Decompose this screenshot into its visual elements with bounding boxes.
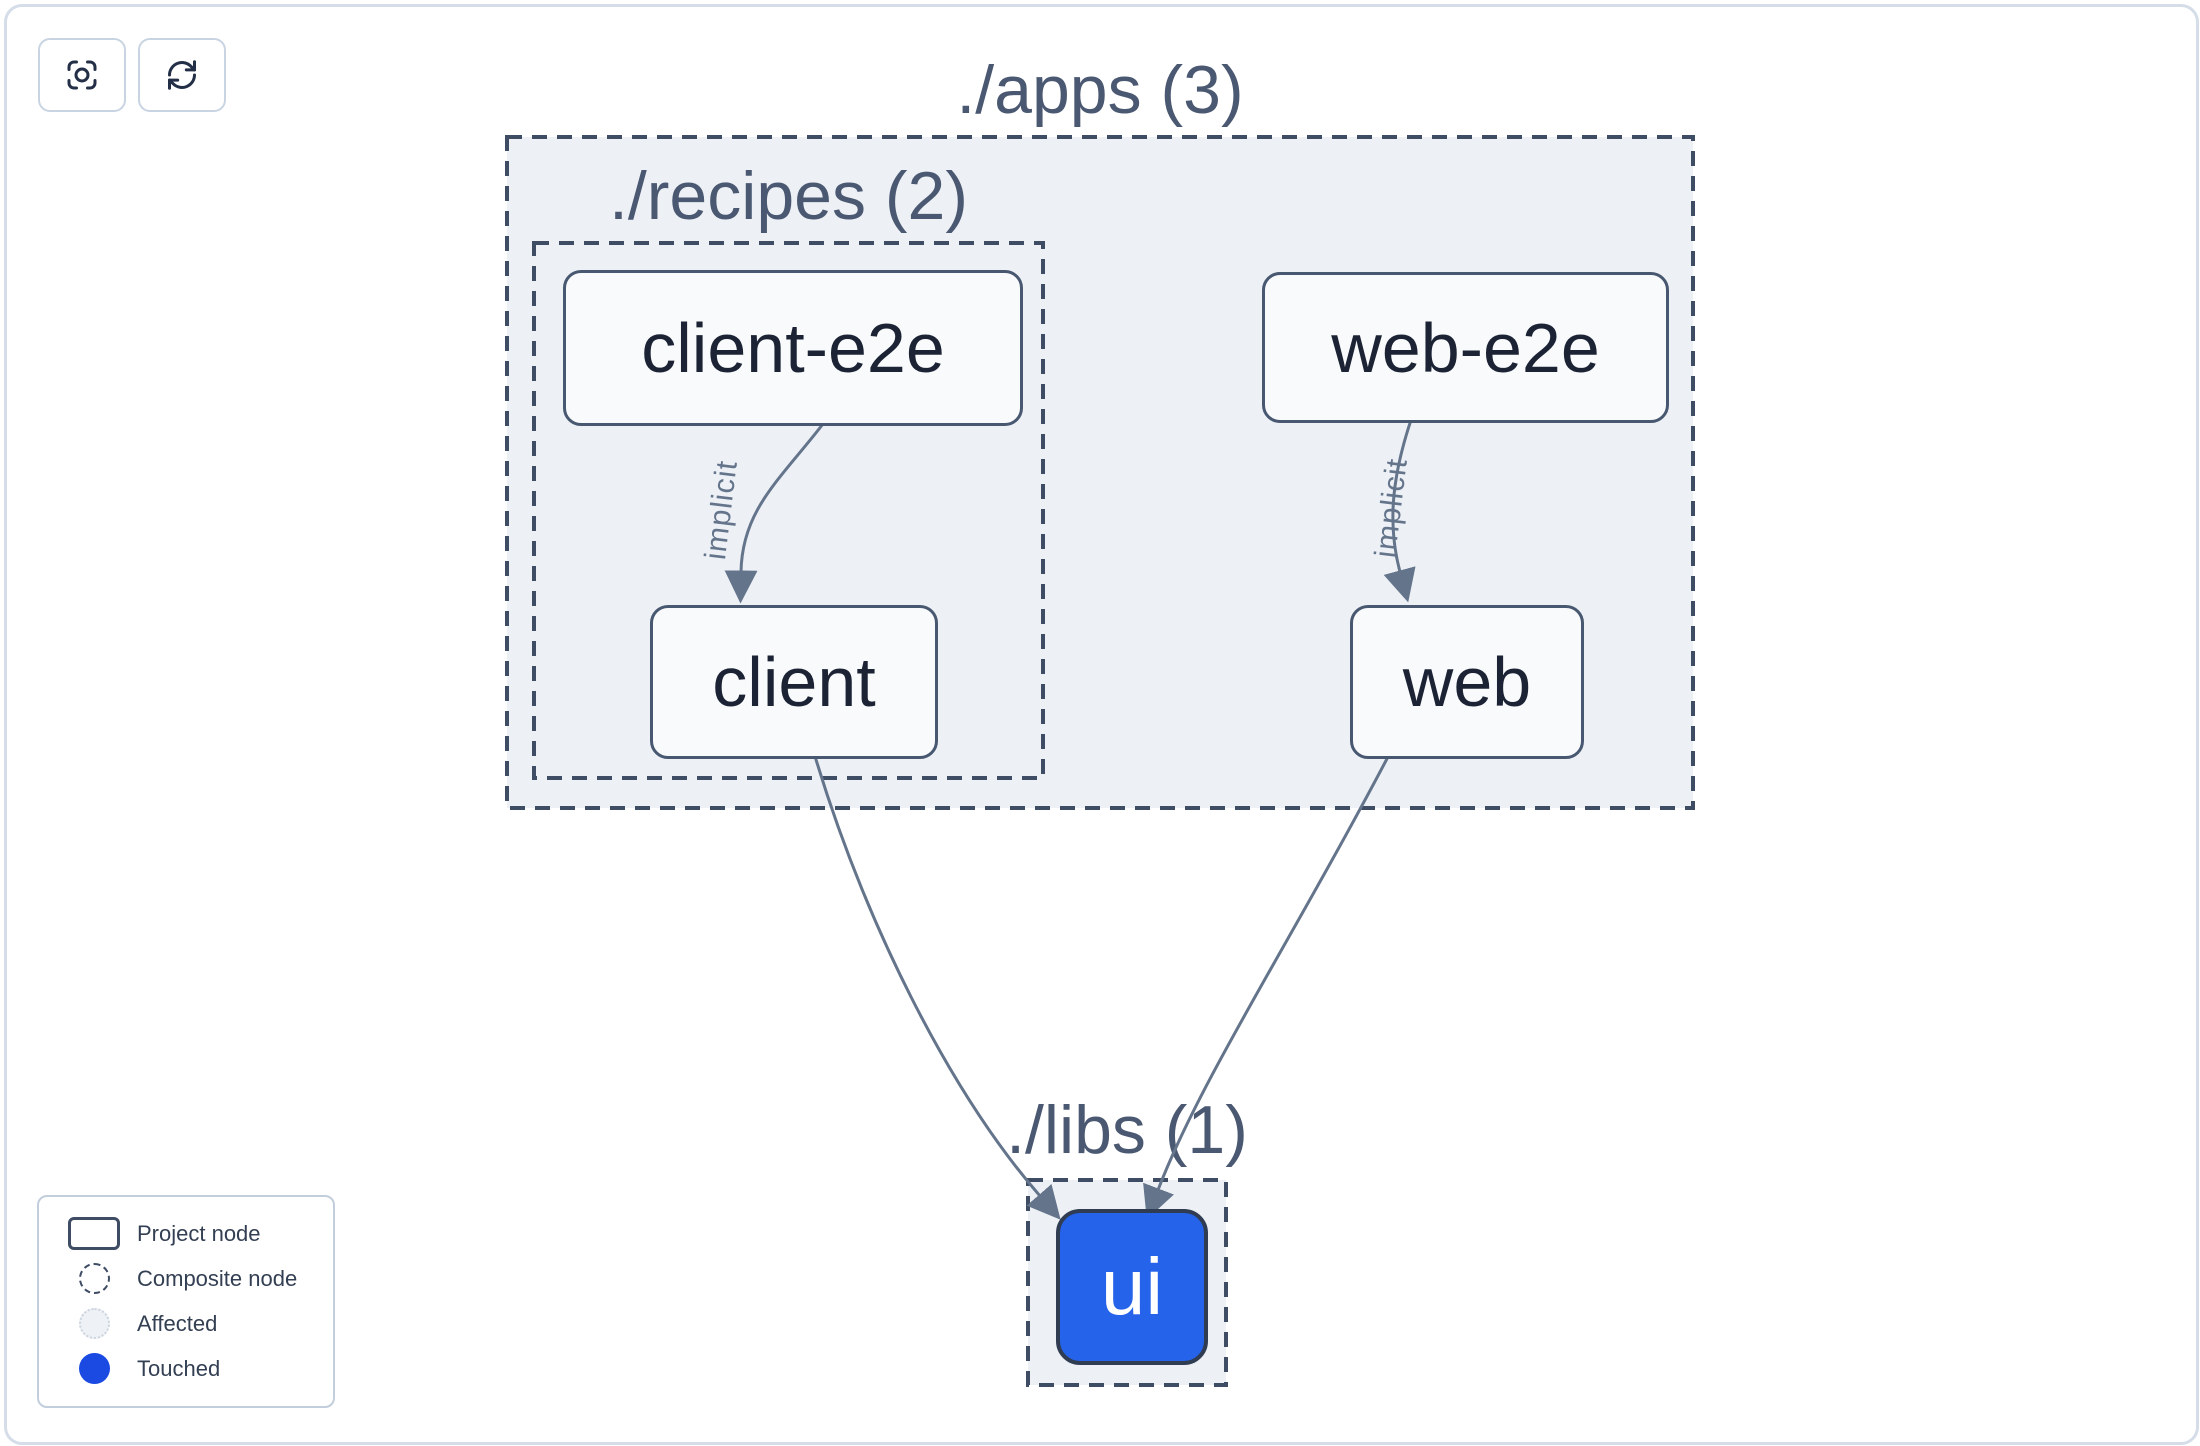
node-client-label: client [712,643,876,721]
edge-web-ui[interactable] [1143,752,1392,1220]
composite-node-swatch-icon [78,1263,110,1294]
node-web[interactable]: web [1350,605,1584,759]
affected-swatch-icon [78,1308,110,1339]
group-recipes-border [532,241,1045,780]
refresh-button[interactable] [138,38,226,112]
legend-item-project-node: Project node [63,1211,333,1256]
node-web-e2e[interactable]: web-e2e [1262,272,1669,423]
edge-client-e2e-client[interactable] [724,419,828,604]
legend-label: Touched [137,1355,221,1381]
edge-client-ui[interactable] [812,752,1061,1220]
touched-swatch-icon [78,1353,110,1384]
node-web-label: web [1402,643,1532,721]
legend-item-touched: Touched [63,1346,333,1391]
node-client-e2e[interactable]: client-e2e [563,270,1023,426]
node-client[interactable]: client [650,605,938,759]
project-node-swatch-icon [68,1217,120,1250]
group-libs-label: ./libs (1) [1006,1092,1248,1168]
legend-label: Affected [137,1310,218,1336]
node-ui-label: ui [1100,1242,1164,1331]
legend-label: Composite node [137,1265,298,1291]
legend-item-composite-node: Composite node [63,1256,333,1301]
group-libs-border [1026,1178,1228,1387]
edge-web-e2e-web[interactable] [1383,416,1416,603]
legend-item-affected: Affected [63,1301,333,1346]
legend: Project node Composite node Affected Tou… [37,1195,335,1408]
legend-label: Project node [137,1220,261,1246]
focus-button[interactable] [38,38,126,112]
node-client-e2e-label: client-e2e [641,309,945,387]
focus-crosshair-icon [67,60,97,90]
node-ui[interactable]: ui [1056,1209,1208,1365]
node-web-e2e-label: web-e2e [1331,308,1600,387]
refresh-arrows-icon [168,60,196,90]
group-apps-border [505,135,1695,810]
group-apps-label: ./apps (3) [956,52,1244,128]
group-recipes-label: ./recipes (2) [609,158,968,234]
